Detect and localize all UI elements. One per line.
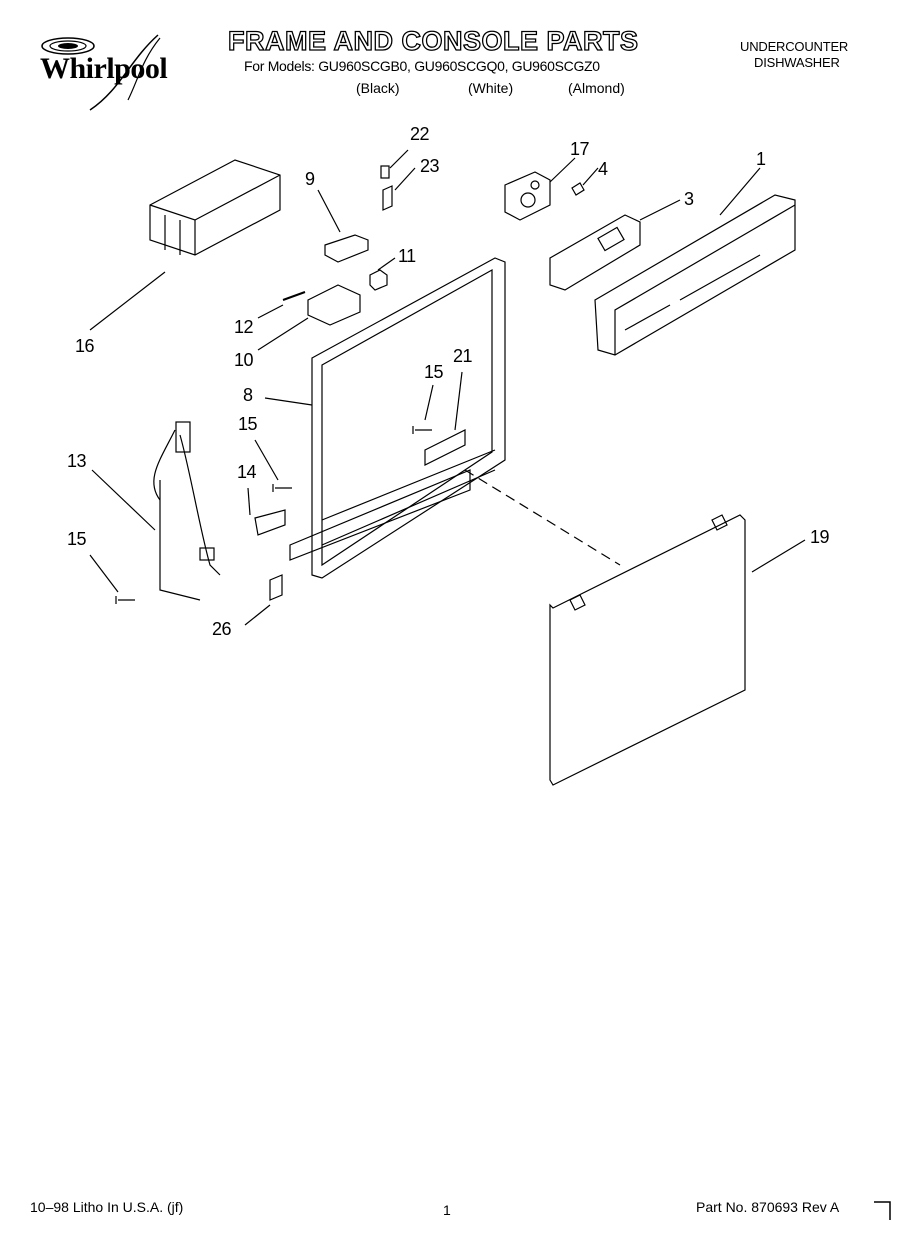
callout-21: 21 bbox=[453, 346, 473, 366]
leader-14 bbox=[247, 487, 251, 516]
callout-8: 8 bbox=[243, 385, 253, 405]
leader-21 bbox=[454, 371, 463, 431]
callout-12: 12 bbox=[234, 317, 254, 337]
callout-1: 1 bbox=[756, 149, 766, 169]
leader-23 bbox=[394, 167, 416, 191]
leader-4 bbox=[582, 167, 599, 186]
part-16-cover bbox=[149, 159, 281, 256]
part-22 bbox=[380, 165, 390, 179]
callout-17: 17 bbox=[570, 139, 590, 159]
variant-white: (White) bbox=[468, 80, 514, 96]
variant-black: (Black) bbox=[356, 80, 400, 96]
part-23 bbox=[382, 185, 393, 211]
leader-15c bbox=[89, 554, 119, 593]
part-8-frame bbox=[289, 257, 506, 579]
product-type-line1: UNDERCOUNTER bbox=[740, 39, 849, 54]
leader-11 bbox=[377, 257, 396, 271]
leader-3 bbox=[639, 199, 681, 221]
callout-15: 15 bbox=[238, 414, 258, 434]
part-4 bbox=[571, 182, 585, 196]
print-info: 10–98 Litho In U.S.A. (jf) bbox=[30, 1199, 184, 1215]
part-15-screw bbox=[272, 484, 292, 492]
leader-26 bbox=[244, 604, 271, 626]
leader-10 bbox=[257, 317, 309, 351]
leader-12 bbox=[257, 304, 284, 319]
part-17 bbox=[504, 171, 551, 221]
leader-13 bbox=[91, 469, 156, 531]
part-11 bbox=[369, 269, 388, 291]
callout-4: 4 bbox=[598, 159, 608, 179]
brand-wordmark: Whirlpool bbox=[40, 52, 168, 85]
product-type-line2: DISHWASHER bbox=[754, 55, 840, 70]
leader-17 bbox=[549, 157, 576, 183]
callout-9: 9 bbox=[305, 169, 315, 189]
page-number: 1 bbox=[443, 1202, 451, 1218]
part-15-screw bbox=[412, 426, 432, 434]
part-15-screw bbox=[115, 596, 135, 604]
callout-11: 11 bbox=[398, 246, 416, 266]
callout-23: 23 bbox=[420, 156, 440, 176]
part-13-wire-harness bbox=[153, 421, 221, 601]
part-10 bbox=[307, 284, 361, 326]
leader-8 bbox=[264, 397, 313, 406]
callout-15: 15 bbox=[67, 529, 87, 549]
variant-almond: (Almond) bbox=[568, 80, 625, 96]
callout-10: 10 bbox=[234, 350, 254, 370]
leader-16 bbox=[89, 271, 166, 331]
callout-15: 15 bbox=[424, 362, 444, 382]
page-title: FRAME AND CONSOLE PARTS bbox=[227, 25, 639, 56]
part-9 bbox=[324, 234, 369, 263]
part-19-door-panel bbox=[549, 514, 746, 786]
callout-3: 3 bbox=[684, 189, 694, 209]
leader-22 bbox=[389, 149, 409, 169]
callout-16: 16 bbox=[75, 336, 95, 356]
leader-1 bbox=[719, 167, 761, 216]
part-26 bbox=[269, 574, 283, 601]
part-3 bbox=[549, 214, 641, 291]
part-number: Part No. 870693 Rev A bbox=[696, 1199, 840, 1215]
leader-15a bbox=[424, 384, 434, 421]
page-corner-icon bbox=[874, 1201, 891, 1220]
part-12 bbox=[282, 291, 306, 301]
callout-13: 13 bbox=[67, 451, 87, 471]
callout-22: 22 bbox=[410, 124, 430, 144]
whirlpool-logo-icon bbox=[41, 34, 161, 111]
callout-19: 19 bbox=[810, 527, 830, 547]
part-14 bbox=[254, 509, 286, 536]
part-21 bbox=[424, 429, 466, 466]
leader-15b bbox=[254, 439, 279, 481]
part-1 bbox=[594, 194, 796, 356]
leader-19 bbox=[751, 539, 806, 573]
callout-26: 26 bbox=[212, 619, 232, 639]
leader-9 bbox=[317, 189, 341, 233]
callout-14: 14 bbox=[237, 462, 257, 482]
model-list: For Models: GU960SCGB0, GU960SCGQ0, GU96… bbox=[244, 58, 600, 74]
